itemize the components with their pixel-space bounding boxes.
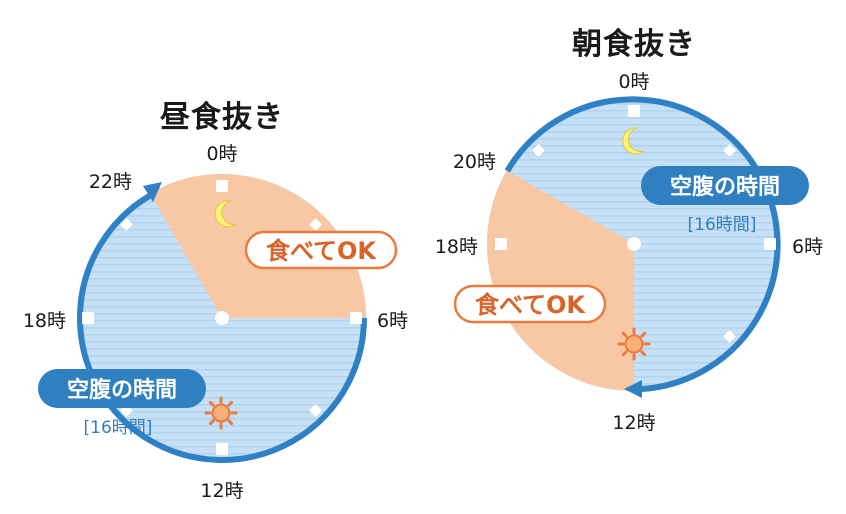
- marker-18: [82, 312, 94, 324]
- fasting-label: 空腹の時間: [670, 174, 780, 200]
- hour-label-0: 0時: [618, 71, 649, 93]
- clock-center: [627, 237, 641, 251]
- eating-label: 食べてOK: [475, 291, 586, 319]
- ring-arrow-head: [143, 182, 162, 202]
- eating-label-badge: 食べてOK: [244, 230, 398, 270]
- marker-6: [764, 238, 776, 250]
- hour-label-12: 12時: [612, 412, 655, 434]
- marker-21: [120, 218, 133, 231]
- eating-label-badge: 食べてOK: [453, 284, 607, 324]
- eating-window-sector: [487, 170, 634, 391]
- clock-breakfast-skip: 朝食抜き 0時 6時 12時 18時 20時 食べてOK 空腹の時間 [16時間…: [435, 27, 823, 434]
- moon-icon: [622, 127, 645, 155]
- hour-label-18: 18時: [435, 236, 478, 258]
- fasting-label-badge: 空腹の時間: [641, 166, 809, 205]
- fasting-label-badge: 空腹の時間: [38, 369, 206, 408]
- fasting-duration: [16時間]: [688, 215, 757, 235]
- marker-0: [216, 180, 228, 192]
- hour-label-18: 18時: [23, 310, 66, 332]
- sun-icon: [617, 327, 651, 361]
- clock-ring-arc: [77, 192, 367, 463]
- hour-label-12: 12時: [200, 480, 243, 502]
- clock-title: 朝食抜き: [572, 27, 696, 62]
- ring-arrow-head: [624, 380, 642, 398]
- fasting-label: 空腹の時間: [67, 377, 177, 403]
- moon-icon: [214, 200, 237, 228]
- hour-label-20: 20時: [453, 151, 496, 173]
- marker-9: [309, 404, 322, 417]
- marker-6: [350, 312, 362, 324]
- hour-label-22: 22時: [89, 171, 132, 193]
- marker-3: [309, 218, 322, 231]
- marker-12: [216, 443, 228, 455]
- clock-center: [215, 311, 229, 325]
- hour-label-6: 6時: [377, 310, 408, 332]
- clock-lunch-skip: 昼食抜き 0時 6時 12時 18時 22時 食べてOK 空腹の時間 [16時間…: [23, 100, 408, 502]
- hour-label-0: 0時: [206, 143, 237, 165]
- sun-icon: [204, 396, 238, 430]
- fasting-duration: [16時間]: [84, 418, 153, 438]
- marker-18: [495, 238, 507, 250]
- clock-title: 昼食抜き: [160, 100, 284, 135]
- hour-label-6: 6時: [792, 236, 823, 258]
- marker-0: [628, 105, 640, 117]
- eating-label: 食べてOK: [266, 237, 377, 265]
